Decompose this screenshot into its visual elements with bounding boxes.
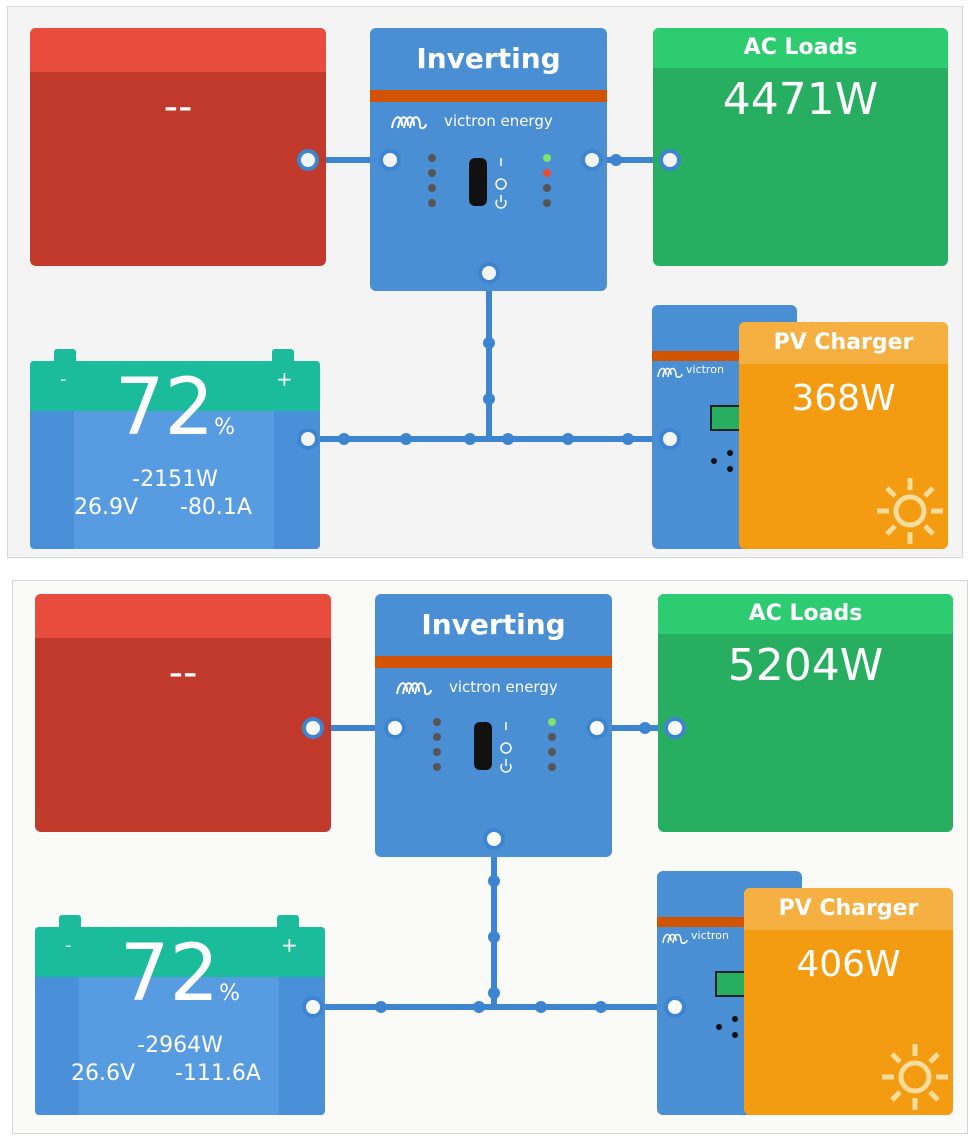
pv-device-brand: victron — [686, 363, 724, 376]
battery-voltage: 26.9V — [74, 495, 139, 520]
inverter-state: Inverting — [416, 42, 561, 75]
ac-loads-box[interactable]: AC Loads 4471W — [653, 28, 948, 266]
overview-panel-1: -- Inverting victron energy AC Loads 447… — [7, 6, 963, 558]
battery-plus-label: + — [281, 933, 298, 957]
battery-soc: 72% — [30, 363, 320, 453]
battery-voltage: 26.6V — [71, 1061, 136, 1086]
battery-box[interactable]: - + 72% -2964W 26.6V -111.6A — [35, 911, 325, 1115]
inverter-brand: victron energy — [444, 112, 553, 130]
battery-terminal-plus — [272, 349, 294, 361]
ac-loads-title: AC Loads — [658, 594, 953, 634]
grid-value: -- — [168, 650, 198, 696]
victron-logo-icon — [390, 110, 428, 132]
battery-soc-value: 72 — [119, 929, 220, 1019]
battery-minus-label: - — [60, 369, 67, 390]
connector-rings — [297, 149, 681, 450]
battery-terminal-minus — [59, 915, 81, 927]
battery-plus-label: + — [276, 367, 293, 391]
grid-box[interactable]: -- — [30, 28, 326, 266]
ac-loads-power: 4471W — [722, 74, 879, 125]
battery-soc: 72% — [35, 929, 325, 1019]
inverter-brand: victron energy — [449, 678, 558, 696]
grid-box[interactable]: -- — [35, 594, 331, 832]
inverter-state: Inverting — [421, 608, 566, 641]
power-switch-icon[interactable] — [469, 158, 487, 206]
power-switch-icon[interactable] — [474, 722, 492, 770]
grid-value: -- — [163, 84, 193, 130]
inverter-box[interactable]: Inverting victron energy — [375, 594, 612, 857]
battery-current: -111.6A — [175, 1061, 261, 1086]
inverter-box[interactable]: Inverting victron energy — [370, 28, 607, 291]
battery-terminal-plus — [277, 915, 299, 927]
pv-charger-power: 368W — [791, 378, 896, 419]
pv-charger-box[interactable]: PV Charger 368W — [739, 322, 948, 549]
pv-charger-box[interactable]: PV Charger 406W — [744, 888, 953, 1115]
battery-power: -2964W — [137, 1033, 223, 1058]
connector-rings — [302, 717, 686, 1018]
victron-logo-icon — [395, 676, 433, 698]
battery-soc-value: 72 — [114, 363, 215, 453]
overview-panel-2: -- Inverting victron energy AC Loads 520… — [12, 580, 968, 1134]
ac-loads-title: AC Loads — [653, 28, 948, 68]
pv-charger-title: PV Charger — [744, 888, 953, 930]
battery-box[interactable]: - + 72% -2151W 26.9V -80.1A — [30, 345, 320, 549]
pv-device-brand: victron — [691, 929, 729, 942]
pv-charger-title: PV Charger — [739, 322, 948, 364]
battery-terminal-minus — [54, 349, 76, 361]
ac-loads-power: 5204W — [727, 640, 884, 691]
pv-charger-power: 406W — [796, 944, 901, 985]
flow-wires — [308, 154, 670, 445]
battery-minus-label: - — [65, 935, 72, 956]
ac-loads-box[interactable]: AC Loads 5204W — [658, 594, 953, 832]
battery-soc-unit: % — [214, 415, 236, 440]
battery-power: -2151W — [132, 467, 218, 492]
battery-current: -80.1A — [180, 495, 252, 520]
battery-soc-unit: % — [219, 981, 241, 1006]
